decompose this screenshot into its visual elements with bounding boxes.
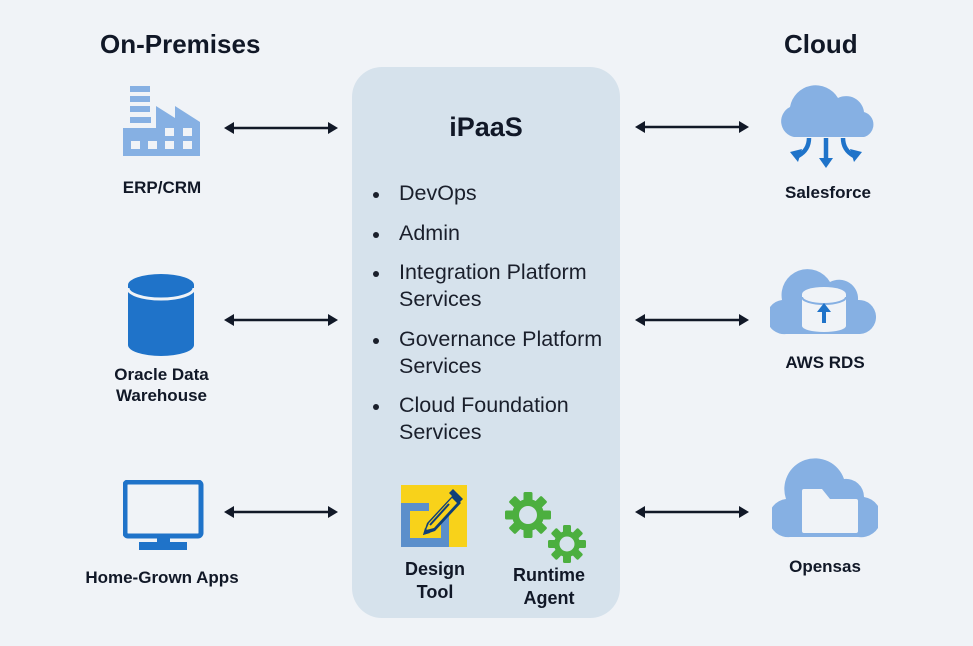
service-label: DevOps bbox=[399, 181, 477, 205]
factory-icon bbox=[122, 86, 202, 156]
cloud-folder-icon bbox=[768, 457, 882, 539]
database-icon bbox=[126, 273, 196, 358]
aws-rds-label: AWS RDS bbox=[785, 353, 865, 372]
runtime-agent-label-line2: Agent bbox=[523, 588, 575, 608]
oracle-dw-label: Oracle Data Warehouse bbox=[94, 364, 229, 406]
erp-crm-label: ERP/CRM bbox=[122, 178, 202, 197]
cloud-download-icon bbox=[776, 80, 880, 172]
monitor-icon bbox=[122, 479, 205, 552]
bidirectional-arrow-aws bbox=[635, 314, 749, 326]
design-tool-label: Design Tool bbox=[390, 558, 480, 604]
service-label: Services bbox=[399, 353, 482, 378]
service-label: Services bbox=[399, 287, 482, 311]
oracle-dw-label-line2: Warehouse bbox=[115, 386, 207, 405]
service-item-admin: Admin bbox=[370, 220, 620, 247]
bidirectional-arrow-erp bbox=[224, 122, 338, 134]
salesforce-label: Salesforce bbox=[785, 183, 871, 202]
on-premises-heading: On-Premises bbox=[100, 29, 261, 59]
service-label: Admin bbox=[399, 220, 460, 245]
service-label: Governance Platform bbox=[399, 326, 603, 351]
service-label: Cloud Foundation bbox=[399, 393, 569, 417]
runtime-agent-label-line1: Runtime bbox=[513, 565, 585, 585]
design-tool-label-line2: Tool bbox=[416, 582, 454, 602]
ipaas-title: iPaaS bbox=[449, 112, 523, 142]
cloud-database-icon bbox=[766, 266, 877, 336]
runtime-agent-label: Runtime Agent bbox=[499, 564, 599, 610]
bidirectional-arrow-homegrown bbox=[224, 506, 338, 518]
design-tool-label-line1: Design bbox=[404, 559, 465, 579]
gears-icon bbox=[503, 491, 589, 565]
bidirectional-arrow-salesforce bbox=[635, 121, 749, 133]
design-tool-icon bbox=[401, 485, 467, 547]
service-label: Integration Platform bbox=[399, 260, 587, 284]
service-item-devops: DevOps bbox=[370, 180, 620, 207]
bidirectional-arrow-opensas bbox=[635, 506, 749, 518]
opensas-label: Opensas bbox=[789, 557, 861, 576]
service-label: Services bbox=[399, 420, 482, 444]
bidirectional-arrow-oracle bbox=[224, 314, 338, 326]
home-grown-apps-label: Home-Grown Apps bbox=[85, 568, 239, 587]
cloud-heading: Cloud bbox=[784, 29, 858, 59]
oracle-dw-label-line1: Oracle Data bbox=[114, 365, 209, 384]
